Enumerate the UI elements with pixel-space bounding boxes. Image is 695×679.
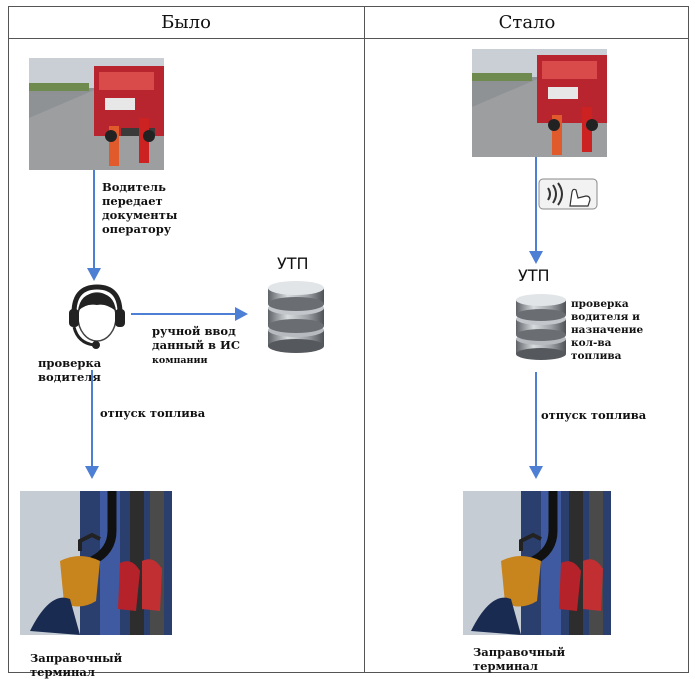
- driver-check-fuel-label: проверка водителя и назначение кол-ва то…: [571, 298, 644, 362]
- utp-label-right: УТП: [518, 266, 550, 285]
- arrow-down-right-2: [529, 372, 543, 479]
- column-divider: [364, 6, 365, 673]
- contactless-card-icon: [538, 178, 598, 210]
- database-icon-right: [513, 291, 569, 361]
- gas-station-photo: [29, 58, 164, 170]
- terminal-label-left: Заправочный терминал: [30, 651, 123, 679]
- gas-station-photo-right: [472, 49, 607, 157]
- fuel-nozzle-photo-left: [20, 491, 172, 635]
- driver-check-label: проверка водителя: [38, 356, 102, 384]
- manual-entry-label: ручной ввод данный в ИС компании: [152, 324, 241, 366]
- driver-passes-docs-label: Водитель передает документы оператору: [102, 180, 178, 236]
- fuel-release-label-right: отпуск топлива: [541, 408, 647, 422]
- header-before: Было: [161, 12, 211, 33]
- database-icon-left: [264, 278, 328, 354]
- header-divider: [8, 38, 689, 39]
- terminal-label-right: Заправочный терминал: [473, 645, 566, 673]
- manual-entry-small-label: компании: [152, 355, 208, 366]
- operator-headset-icon: [66, 283, 128, 353]
- fuel-nozzle-photo-right: [463, 491, 611, 635]
- arrow-down-right-1: [529, 157, 543, 264]
- arrow-down-1: [87, 170, 101, 281]
- comparison-frame: [8, 6, 689, 673]
- arrow-right: [131, 307, 248, 321]
- fuel-release-label-left: отпуск топлива: [100, 406, 206, 420]
- utp-label-left: УТП: [277, 254, 309, 273]
- header-after: Стало: [498, 12, 556, 33]
- arrow-down-2: [85, 370, 99, 479]
